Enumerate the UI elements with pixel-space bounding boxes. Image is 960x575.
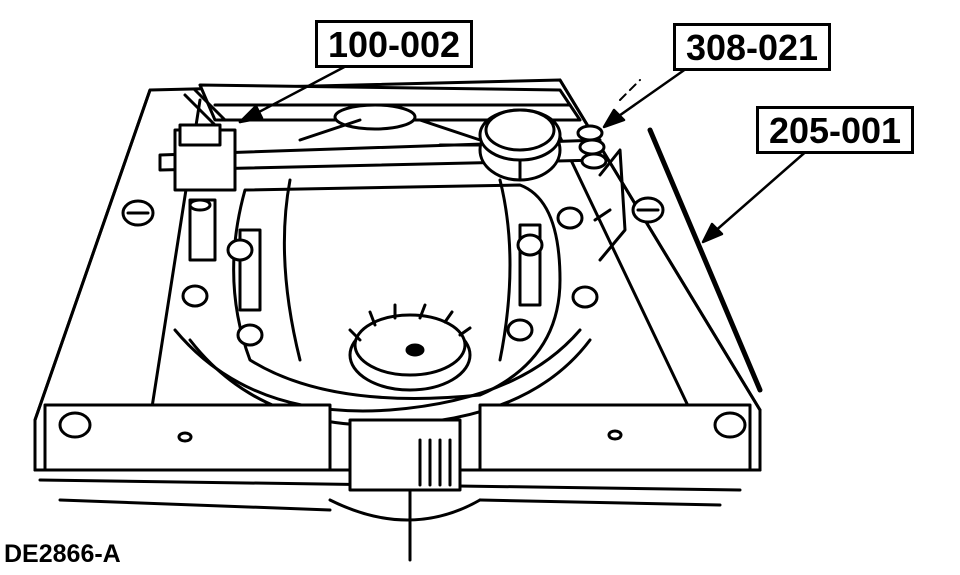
gauge-pin-stack [576, 124, 627, 262]
timing-gear [348, 303, 472, 392]
dial-indicator [438, 108, 562, 182]
engine-block-cavity [173, 178, 592, 427]
callout-label-205-001: 205-001 [756, 106, 914, 154]
figure-id: DE2866-A [4, 540, 121, 568]
callout-label-100-002: 100-002 [315, 20, 473, 68]
lower-clamp-bars [43, 403, 752, 562]
left-clamp-block [173, 88, 237, 262]
callout-leaders [238, 62, 812, 244]
right-rail [619, 79, 763, 393]
callout-label-308-021: 308-021 [673, 23, 831, 71]
mounting-bolts [121, 196, 665, 309]
